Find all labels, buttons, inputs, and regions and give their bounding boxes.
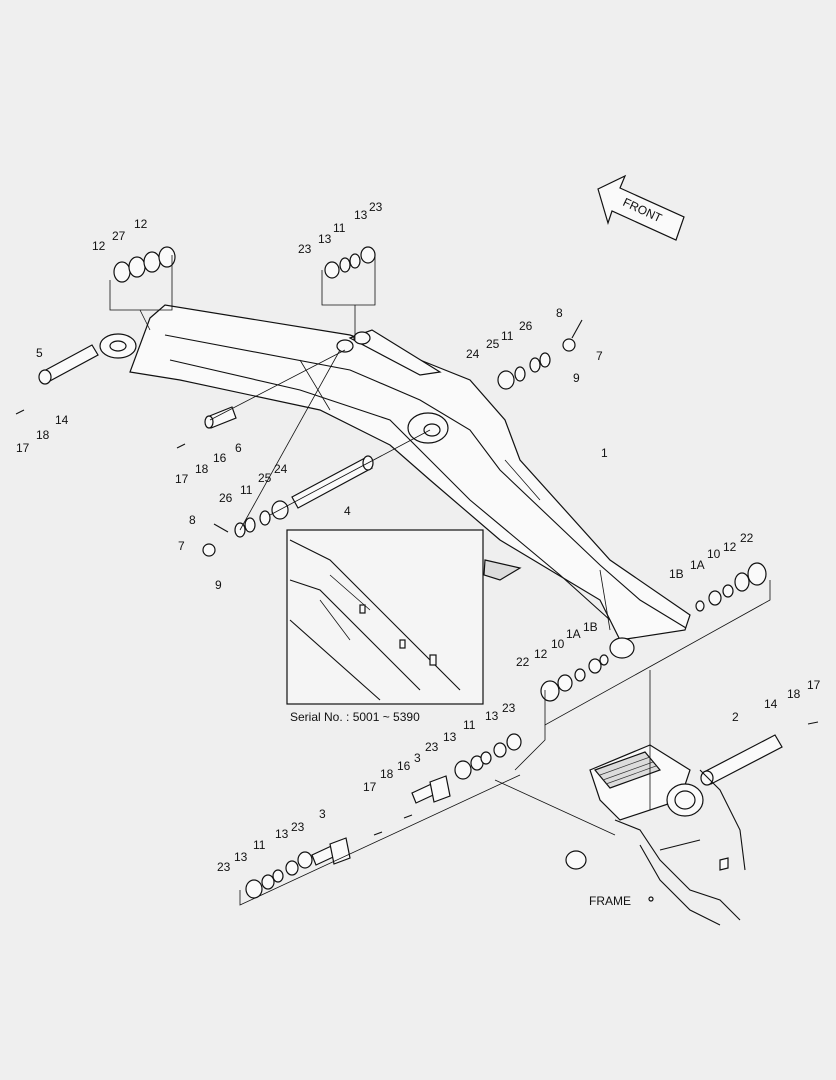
- callout-14-left: 14: [55, 413, 69, 427]
- callout-12-right: 12: [723, 540, 737, 554]
- callout-16-mid: 16: [213, 451, 227, 465]
- callout-3-upper: 3: [414, 751, 421, 765]
- callout-22-left: 22: [516, 655, 530, 669]
- pin-5: [38, 344, 99, 385]
- callout-13-lower-1: 13: [234, 850, 248, 864]
- callout-1a-right: 1A: [690, 558, 705, 572]
- pin-3-lower: [311, 837, 351, 866]
- pin-2: [700, 734, 783, 786]
- frame: [589, 744, 746, 926]
- callout-24-left: 24: [274, 462, 288, 476]
- callout-17-bottom: 17: [363, 780, 377, 794]
- callout-25-right: 25: [486, 337, 500, 351]
- callout-23-top-1: 23: [298, 242, 312, 256]
- callout-13-top-1: 13: [318, 232, 332, 246]
- callout-23-bottom-2: 23: [502, 701, 516, 715]
- pin-3-upper: [411, 775, 451, 804]
- callout-3-lower: 3: [319, 807, 326, 821]
- callout-23-bottom-1: 23: [425, 740, 439, 754]
- callout-10-left: 10: [551, 637, 565, 651]
- callout-7-left: 7: [178, 539, 185, 553]
- callout-1b-right: 1B: [669, 567, 684, 581]
- callout-13-lower-2: 13: [275, 827, 289, 841]
- callout-25-left: 25: [258, 471, 272, 485]
- serial-label: Serial No. : 5001 ~ 5390: [290, 710, 420, 724]
- callout-11-left: 11: [240, 483, 253, 497]
- callout-1: 1: [601, 446, 608, 460]
- bushing-6: [204, 406, 237, 429]
- callout-12-left: 12: [534, 647, 548, 661]
- callout-26-right: 26: [519, 319, 533, 333]
- callout-26-left: 26: [219, 491, 233, 505]
- callout-22-right: 22: [740, 531, 754, 545]
- callout-6: 6: [235, 441, 242, 455]
- callout-1a-left: 1A: [566, 627, 581, 641]
- callout-11-bottom-1: 11: [463, 718, 476, 732]
- callout-17-right: 17: [807, 678, 821, 692]
- serial-inset: Serial No. : 5001 ~ 5390: [286, 529, 522, 724]
- callouts: 1 1A 1B 10 12 22 1A 1B 10 12 22 2 14 18 …: [16, 200, 821, 874]
- washers: [113, 246, 767, 899]
- callout-23-top-2: 23: [369, 200, 383, 214]
- callout-23-lower-2: 23: [291, 820, 305, 834]
- callout-18-mid: 18: [195, 462, 209, 476]
- callout-12-top-1: 12: [92, 239, 106, 253]
- callout-13-top-2: 13: [354, 208, 368, 222]
- callout-18-right: 18: [787, 687, 801, 701]
- frame-label: FRAME: [589, 894, 631, 908]
- callout-12-top-2: 12: [134, 217, 148, 231]
- callout-9-right: 9: [573, 371, 580, 385]
- callout-18-left: 18: [36, 428, 50, 442]
- bolts: [15, 319, 819, 836]
- callout-23-lower-1: 23: [217, 860, 231, 874]
- callout-8-left: 8: [189, 513, 196, 527]
- callout-7-right: 7: [596, 349, 603, 363]
- callout-2: 2: [732, 710, 739, 724]
- callout-17-left: 17: [16, 441, 30, 455]
- callout-18-bottom: 18: [380, 767, 394, 781]
- callout-17-mid: 17: [175, 472, 189, 486]
- callout-16-bottom: 16: [397, 759, 411, 773]
- callout-11-top: 11: [333, 221, 346, 235]
- callout-27-top: 27: [112, 229, 126, 243]
- callout-14-right: 14: [764, 697, 778, 711]
- front-arrow: FRONT: [597, 174, 685, 241]
- callout-13-bottom-1: 13: [443, 730, 457, 744]
- callout-1b-left: 1B: [583, 620, 598, 634]
- callout-9-left: 9: [215, 578, 222, 592]
- callout-11-lower: 11: [253, 838, 266, 852]
- leader-lines: [109, 255, 771, 906]
- callout-5: 5: [36, 346, 43, 360]
- callout-24-right: 24: [466, 347, 480, 361]
- callout-11-right: 11: [501, 329, 514, 343]
- callout-13-bottom-2: 13: [485, 709, 499, 723]
- callout-4: 4: [344, 504, 351, 518]
- callout-8-right: 8: [556, 306, 563, 320]
- callout-10-right: 10: [707, 547, 721, 561]
